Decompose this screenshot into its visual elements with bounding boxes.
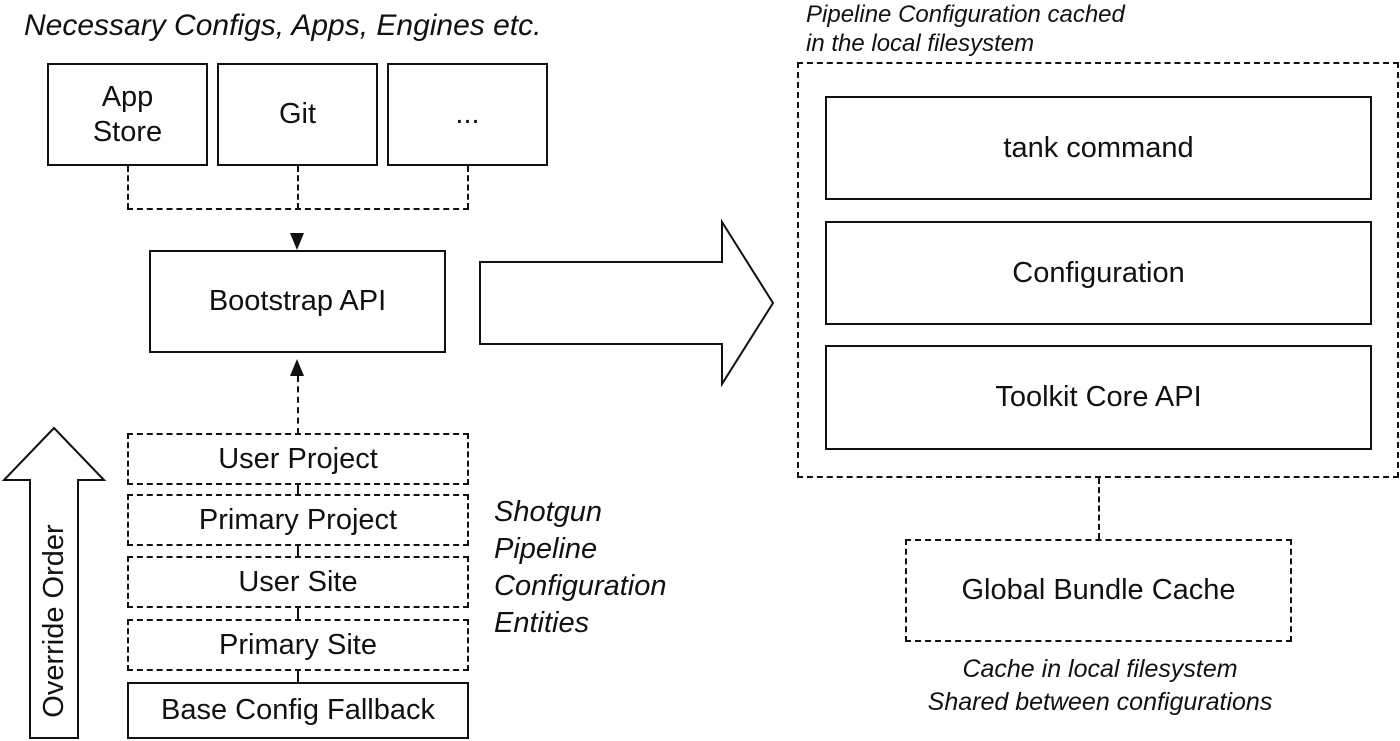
- entities-arrowhead: [290, 359, 304, 376]
- tank-command-box: tank command: [825, 96, 1372, 200]
- entity-primary-site: Primary Site: [127, 619, 469, 671]
- app-store-label-line2: Store: [92, 115, 163, 148]
- git-box: Git: [217, 63, 378, 166]
- entity-link-2: [297, 546, 299, 556]
- entities-caption-line3: Configuration: [494, 570, 667, 602]
- override-order-label: Override Order: [38, 524, 70, 718]
- sources-arrowhead: [290, 233, 304, 250]
- sources-heading: Necessary Configs, Apps, Engines etc.: [24, 9, 542, 42]
- entity-link-1: [297, 485, 299, 494]
- more-sources-connector: [467, 166, 469, 209]
- configuration-box: Configuration: [825, 221, 1372, 325]
- pipeline-config-heading-line1: Pipeline Configuration cached: [806, 1, 1125, 28]
- entity-user-project-label: User Project: [218, 442, 378, 475]
- entity-primary-project-label: Primary Project: [198, 503, 398, 536]
- entity-primary-site-label: Primary Site: [219, 628, 377, 661]
- entities-connector: [297, 376, 299, 434]
- git-connector: [297, 166, 299, 209]
- entity-base-config-fallback-label: Base Config Fallback: [160, 694, 436, 727]
- tank-command-label: tank command: [1003, 131, 1194, 164]
- app-store-box: App Store: [47, 63, 208, 166]
- pipeline-config-heading-line2: in the local filesystem: [806, 30, 1035, 57]
- entity-user-project: User Project: [127, 433, 469, 485]
- pipeline-config-heading: Pipeline Configuration cached in the loc…: [806, 0, 1326, 58]
- global-bundle-cache-box: Global Bundle Cache: [905, 539, 1292, 642]
- bundle-cache-connector: [1098, 478, 1100, 539]
- app-store-label-line1: App: [101, 80, 154, 113]
- bundle-cache-caption: Cache in local filesystem Shared between…: [860, 653, 1340, 719]
- bundle-cache-caption-line1: Cache in local filesystem: [962, 655, 1238, 683]
- entities-caption-line4: Entities: [494, 607, 590, 639]
- entity-link-4: [297, 671, 299, 682]
- git-label: Git: [278, 98, 317, 131]
- entity-primary-project: Primary Project: [127, 494, 469, 546]
- big-flow-arrow: [479, 218, 775, 388]
- entity-user-site: User Site: [127, 556, 469, 608]
- entity-link-3: [297, 608, 299, 619]
- configuration-label: Configuration: [1012, 256, 1185, 289]
- entity-base-config-fallback: Base Config Fallback: [127, 682, 469, 739]
- entity-user-site-label: User Site: [238, 565, 358, 598]
- bootstrap-api-label: Bootstrap API: [208, 285, 387, 318]
- more-sources-label: ...: [455, 98, 480, 131]
- sources-join-line: [127, 208, 469, 210]
- global-bundle-cache-label: Global Bundle Cache: [961, 574, 1236, 607]
- entities-caption: Shotgun Pipeline Configuration Entities: [494, 494, 754, 642]
- override-order-arrow: [1, 426, 107, 739]
- pipeline-config-container: [797, 62, 1399, 478]
- entities-caption-line2: Pipeline: [494, 533, 598, 565]
- bundle-cache-caption-line2: Shared between configurations: [927, 688, 1273, 716]
- bootstrap-api-box: Bootstrap API: [149, 250, 446, 353]
- toolkit-core-api-box: Toolkit Core API: [825, 345, 1372, 450]
- entities-caption-line1: Shotgun: [494, 496, 603, 528]
- more-sources-box: ...: [387, 63, 548, 166]
- toolkit-core-api-label: Toolkit Core API: [995, 381, 1202, 414]
- app-store-connector: [127, 166, 129, 209]
